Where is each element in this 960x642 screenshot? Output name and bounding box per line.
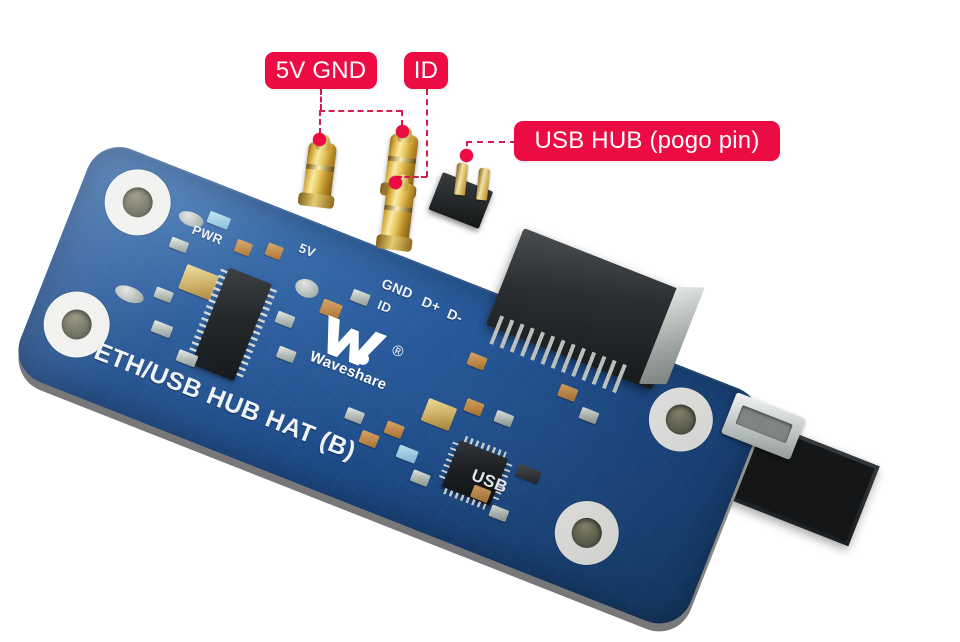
leader-dot-5v [313,133,326,146]
leader-dot-id [389,176,402,189]
leader-5vgnd-stem [320,89,322,110]
leader-id-stem [426,89,428,177]
waveshare-mark-icon [327,315,388,366]
leader-5v-drop [319,110,321,134]
eth-usb-hub-hat-board: ETH/USB HUB HAT (B) PWR 5V GND D+ D- ID … [8,126,880,642]
callout-id-label: ID [413,56,439,84]
callout-id[interactable]: ID [404,52,448,89]
pogo-pin-id [374,173,416,252]
leader-dot-gnd [396,125,409,138]
callout-usb-hub-label: USB HUB (pogo pin) [534,127,760,154]
waveshare-logo: ® Waveshare [307,311,406,394]
leader-usb-drop [466,141,468,155]
leader-id-bridge [396,176,427,178]
leader-5vgnd-bridge [319,110,402,112]
leader-gnd-drop [401,110,403,126]
callout-5v-gnd-label: 5V GND [275,56,367,84]
leader-usb-bridge [466,141,516,143]
callout-usb-hub[interactable]: USB HUB (pogo pin) [514,121,780,161]
product-photo-canvas: ETH/USB HUB HAT (B) PWR 5V GND D+ D- ID … [8,52,880,642]
pcb-surface: ETH/USB HUB HAT (B) PWR 5V GND D+ D- ID … [8,137,770,634]
pogo-pin-5v [297,133,338,210]
callout-5v-gnd[interactable]: 5V GND [265,52,377,89]
leader-dot-usb [460,149,473,162]
